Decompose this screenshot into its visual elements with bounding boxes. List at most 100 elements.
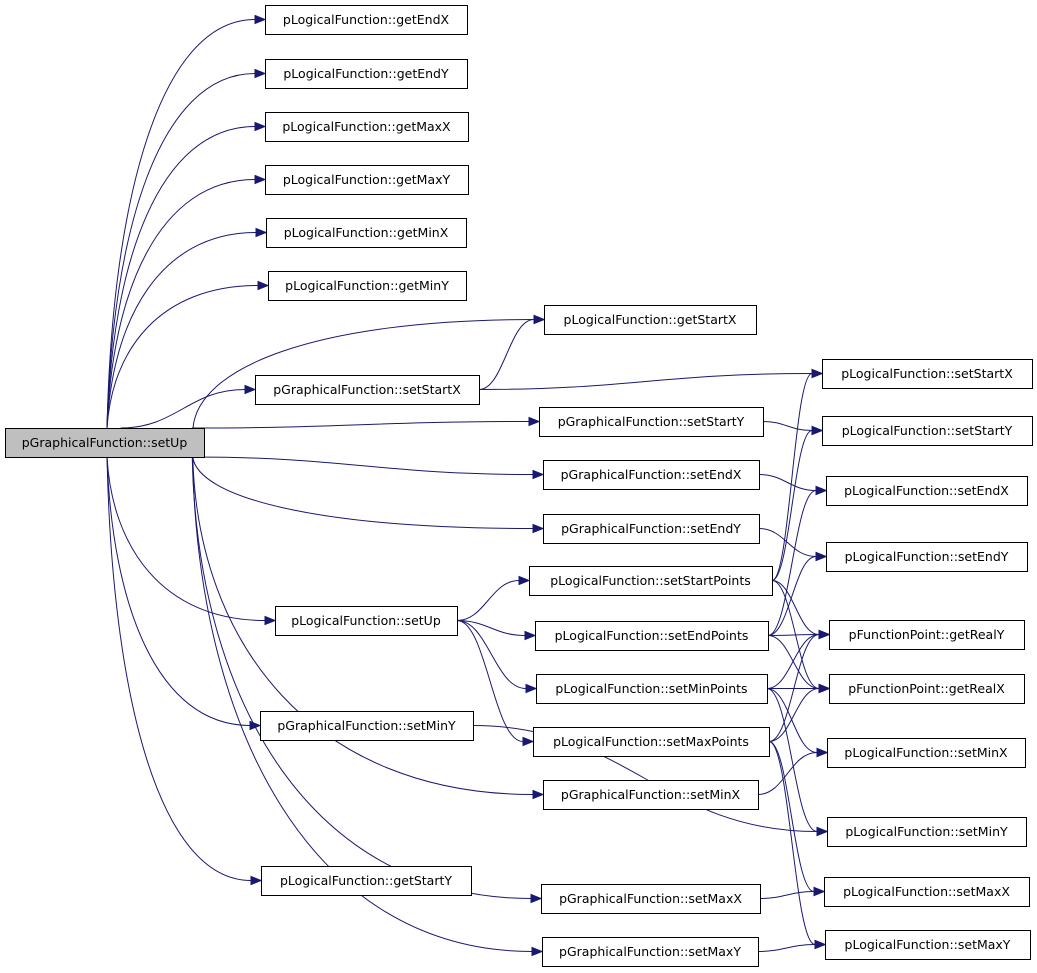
node-box[interactable]	[266, 218, 467, 248]
node-label: pLogicalFunction::setMinPoints	[555, 681, 747, 696]
edge-line	[758, 528, 817, 557]
node-p-logical-function-set-max-x[interactable]: pLogicalFunction::setMaxX	[824, 877, 1030, 907]
node-label: pGraphicalFunction::setMinX	[561, 787, 741, 802]
node-p-graphical-function-set-start-y[interactable]: pGraphicalFunction::setStartY	[539, 407, 764, 437]
node-box[interactable]	[543, 460, 760, 490]
node-label: pLogicalFunction::setStartY	[842, 423, 1013, 438]
edge-g-set-min-y-to-l-set-min-y	[472, 725, 829, 837]
node-p-logical-function-get-end-x[interactable]: pLogicalFunction::getEndX	[265, 5, 468, 35]
edge-line	[478, 319, 535, 390]
node-label: pLogicalFunction::getMaxY	[283, 172, 451, 187]
node-box[interactable]	[255, 375, 480, 405]
node-box[interactable]	[265, 59, 468, 89]
node-box[interactable]	[827, 817, 1027, 847]
node-label: pLogicalFunction::setEndPoints	[555, 628, 749, 643]
edge-l-set-up-to-set-start-points	[456, 575, 531, 621]
node-p-logical-function-set-min-x[interactable]: pLogicalFunction::setMinX	[827, 738, 1026, 768]
edge-root-to-g-set-end-x	[192, 456, 545, 480]
node-p-logical-function-set-up[interactable]: pLogicalFunction::setUp	[275, 606, 458, 636]
edge-line	[192, 456, 533, 952]
node-p-function-point-get-real-x[interactable]: pFunctionPoint::getRealX	[829, 674, 1025, 704]
node-p-logical-function-set-start-points[interactable]: pLogicalFunction::setStartPoints	[529, 566, 773, 596]
node-box[interactable]	[265, 165, 469, 195]
node-box[interactable]	[529, 566, 773, 596]
node-p-logical-function-get-max-y[interactable]: pLogicalFunction::getMaxY	[265, 165, 469, 195]
node-p-logical-function-set-start-y[interactable]: pLogicalFunction::setStartY	[822, 416, 1033, 446]
node-box[interactable]	[275, 606, 458, 636]
arrow-head-icon	[250, 875, 263, 886]
node-p-graphical-function-set-min-x[interactable]: pGraphicalFunction::setMinX	[543, 780, 759, 810]
node-box[interactable]	[541, 884, 761, 914]
node-p-logical-function-set-start-x[interactable]: pLogicalFunction::setStartX	[822, 359, 1033, 389]
node-p-logical-function-get-start-x[interactable]: pLogicalFunction::getStartX	[544, 305, 757, 335]
node-p-graphical-function-set-end-x[interactable]: pGraphicalFunction::setEndX	[543, 460, 760, 490]
edge-g-set-min-x-to-l-set-min-x	[757, 747, 829, 795]
edge-root-to-get-start-x	[192, 314, 546, 429]
node-box[interactable]	[829, 674, 1025, 704]
arrow-head-icon	[525, 683, 538, 694]
node-box[interactable]	[265, 112, 469, 142]
node-label: pLogicalFunction::setUp	[291, 613, 441, 628]
node-p-logical-function-get-min-y[interactable]: pLogicalFunction::getMinY	[268, 271, 467, 301]
node-p-graphical-function-set-end-y[interactable]: pGraphicalFunction::setEndY	[543, 514, 760, 544]
arrow-head-icon	[532, 523, 545, 534]
node-box[interactable]	[5, 428, 205, 458]
node-p-logical-function-get-min-x[interactable]: pLogicalFunction::getMinX	[266, 218, 467, 248]
node-box[interactable]	[822, 416, 1033, 446]
root-node[interactable]: pGraphicalFunction::setUp	[5, 428, 205, 458]
node-box[interactable]	[822, 359, 1033, 389]
node-label: pLogicalFunction::setStartX	[841, 366, 1013, 381]
edge-line	[106, 179, 256, 429]
node-box[interactable]	[825, 930, 1031, 960]
node-box[interactable]	[544, 305, 757, 335]
edge-root-to-g-set-start-x	[120, 384, 257, 429]
node-box[interactable]	[827, 738, 1026, 768]
node-box[interactable]	[542, 937, 759, 967]
node-p-logical-function-set-max-y[interactable]: pLogicalFunction::setMaxY	[825, 930, 1031, 960]
node-p-logical-function-set-min-y[interactable]: pLogicalFunction::setMinY	[827, 817, 1027, 847]
node-p-logical-function-get-start-y[interactable]: pLogicalFunction::getStartY	[261, 866, 472, 896]
node-box[interactable]	[265, 5, 468, 35]
node-box[interactable]	[543, 780, 759, 810]
node-box[interactable]	[261, 866, 472, 896]
arrow-head-icon	[533, 314, 546, 325]
node-p-logical-function-set-end-x[interactable]: pLogicalFunction::setEndX	[826, 476, 1028, 506]
node-p-logical-function-get-end-y[interactable]: pLogicalFunction::getEndY	[265, 59, 468, 89]
node-box[interactable]	[826, 542, 1028, 572]
edge-set-max-points-to-l-set-max-y	[768, 741, 827, 950]
node-label: pLogicalFunction::getMinY	[285, 278, 449, 293]
node-p-logical-function-set-end-points[interactable]: pLogicalFunction::setEndPoints	[535, 621, 769, 651]
node-p-logical-function-set-min-points[interactable]: pLogicalFunction::setMinPoints	[536, 674, 768, 704]
node-label: pGraphicalFunction::setMaxY	[559, 944, 741, 959]
edge-line	[768, 741, 815, 892]
node-box[interactable]	[268, 271, 467, 301]
node-box[interactable]	[824, 877, 1030, 907]
edge-g-set-max-y-to-l-set-max-y	[757, 939, 827, 952]
edge-line	[191, 421, 530, 429]
node-p-logical-function-set-end-y[interactable]: pLogicalFunction::setEndY	[826, 542, 1028, 572]
node-p-graphical-function-set-start-x[interactable]: pGraphicalFunction::setStartX	[255, 375, 480, 405]
node-p-logical-function-get-max-x[interactable]: pLogicalFunction::getMaxX	[265, 112, 469, 142]
node-box[interactable]	[535, 621, 769, 651]
edge-set-start-points-to-get-real-y	[771, 580, 831, 640]
node-label: pLogicalFunction::setMinX	[844, 745, 1008, 760]
node-p-function-point-get-real-y[interactable]: pFunctionPoint::getRealY	[829, 620, 1025, 650]
node-box[interactable]	[260, 711, 474, 741]
node-box[interactable]	[826, 476, 1028, 506]
edge-line	[106, 19, 256, 429]
node-box[interactable]	[539, 407, 764, 437]
edge-line	[758, 474, 817, 491]
node-label: pGraphicalFunction::setEndX	[561, 467, 742, 482]
node-p-graphical-function-set-max-x[interactable]: pGraphicalFunction::setMaxX	[541, 884, 761, 914]
node-p-graphical-function-set-min-y[interactable]: pGraphicalFunction::setMinY	[260, 711, 474, 741]
edge-set-min-points-to-l-set-min-x	[766, 688, 829, 758]
node-box[interactable]	[533, 727, 770, 757]
node-p-graphical-function-set-max-y[interactable]: pGraphicalFunction::setMaxY	[542, 937, 759, 967]
node-box[interactable]	[543, 514, 760, 544]
node-p-logical-function-set-max-points[interactable]: pLogicalFunction::setMaxPoints	[533, 727, 770, 757]
node-box[interactable]	[536, 674, 768, 704]
node-box[interactable]	[829, 620, 1025, 650]
edge-root-to-get-max-x	[106, 121, 267, 429]
node-label: pFunctionPoint::getRealX	[848, 681, 1005, 696]
node-label: pLogicalFunction::setMaxPoints	[553, 734, 749, 749]
